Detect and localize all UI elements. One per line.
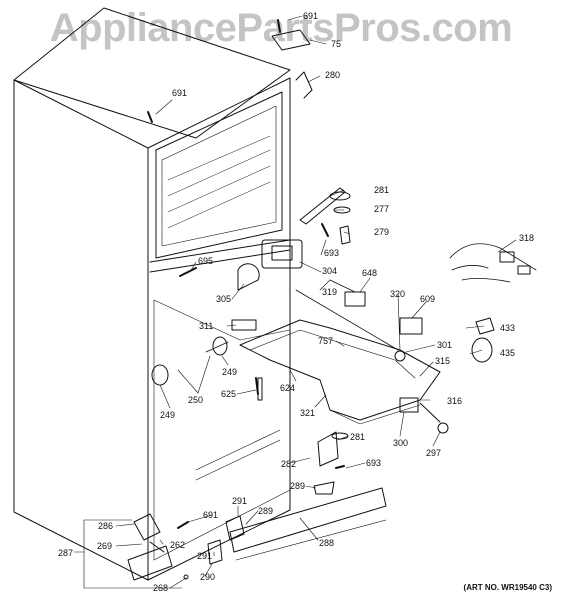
part-label-297[interactable]: 297 <box>426 448 442 458</box>
cabinet-outline <box>13 7 291 581</box>
part-label-281[interactable]: 281 <box>374 185 390 195</box>
part-label-250[interactable]: 250 <box>188 395 204 405</box>
part-label-321[interactable]: 321 <box>300 408 316 418</box>
watermark-logo: AppliancePartsPros.com <box>49 6 513 50</box>
hardware-parts <box>127 19 537 581</box>
part-label-277[interactable]: 277 <box>374 204 390 214</box>
part-label-290[interactable]: 290 <box>200 572 216 582</box>
part-label-262[interactable]: 262 <box>170 540 186 550</box>
part-label-691[interactable]: 691 <box>303 11 319 21</box>
art-number: (ART NO. WR19540 C3) <box>463 583 552 592</box>
part-label-289[interactable]: 289 <box>258 506 274 516</box>
part-label-280[interactable]: 280 <box>325 70 341 80</box>
part-label-286[interactable]: 286 <box>98 521 114 531</box>
part-label-249[interactable]: 249 <box>160 410 176 420</box>
part-label-315[interactable]: 315 <box>435 356 451 366</box>
part-label-625[interactable]: 625 <box>221 389 237 399</box>
part-label-269[interactable]: 269 <box>97 541 113 551</box>
part-label-435[interactable]: 435 <box>500 348 516 358</box>
part-label-320[interactable]: 320 <box>390 289 406 299</box>
drain-pan-assembly <box>231 239 449 434</box>
part-label-300[interactable]: 300 <box>393 438 409 448</box>
part-label-648[interactable]: 648 <box>362 268 378 278</box>
part-label-316[interactable]: 316 <box>447 396 463 406</box>
part-label-249[interactable]: 249 <box>222 367 238 377</box>
part-label-757[interactable]: 757 <box>318 336 334 346</box>
part-label-318[interactable]: 318 <box>519 233 535 243</box>
part-label-291[interactable]: 291 <box>232 496 248 506</box>
part-label-287[interactable]: 287 <box>58 548 74 558</box>
part-label-691[interactable]: 691 <box>203 510 219 520</box>
part-label-301[interactable]: 301 <box>437 340 453 350</box>
part-label-291[interactable]: 291 <box>197 551 213 561</box>
part-label-695[interactable]: 695 <box>198 256 214 266</box>
part-label-281[interactable]: 281 <box>350 432 366 442</box>
part-label-319[interactable]: 319 <box>322 287 338 297</box>
part-label-691[interactable]: 691 <box>172 88 188 98</box>
part-label-268[interactable]: 268 <box>153 583 169 593</box>
part-label-304[interactable]: 304 <box>322 266 338 276</box>
part-label-609[interactable]: 609 <box>420 294 436 304</box>
part-label-282[interactable]: 282 <box>281 459 297 469</box>
part-label-289[interactable]: 289 <box>290 481 306 491</box>
part-label-624[interactable]: 624 <box>280 383 296 393</box>
part-label-75[interactable]: 75 <box>331 39 342 49</box>
part-label-279[interactable]: 279 <box>374 227 390 237</box>
part-label-311[interactable]: 311 <box>199 321 214 331</box>
part-label-305[interactable]: 305 <box>216 294 232 304</box>
part-label-693[interactable]: 693 <box>366 458 382 468</box>
part-label-433[interactable]: 433 <box>500 323 516 333</box>
part-label-288[interactable]: 288 <box>319 538 335 548</box>
leader-lines <box>73 15 517 589</box>
part-label-693[interactable]: 693 <box>324 248 340 258</box>
